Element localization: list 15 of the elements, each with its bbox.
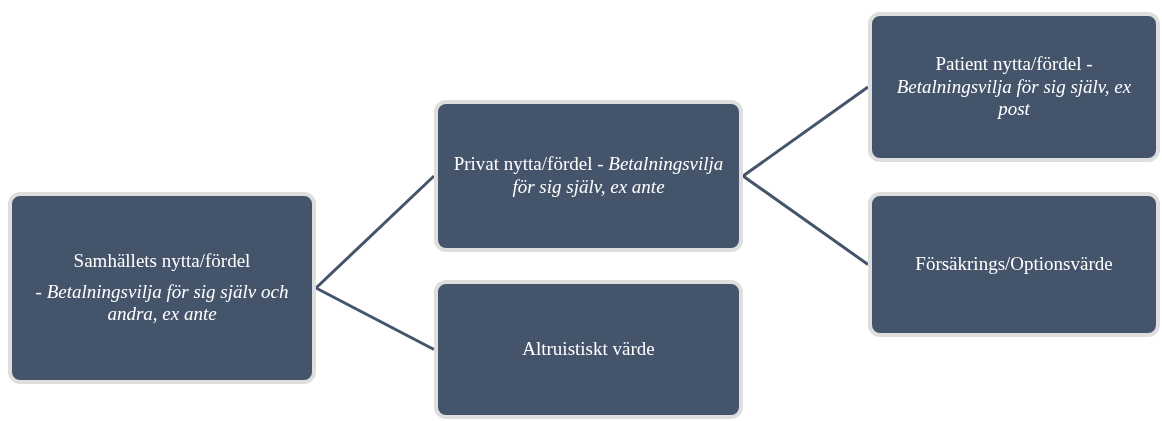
node-box xyxy=(868,12,1160,162)
node-text: Samhällets nytta/fördel xyxy=(73,249,251,273)
node-text: Privat nytta/fördel - Betalningsvilja för sig själv, ex ante xyxy=(452,153,725,199)
node-text: Patient nytta/fördel - Betalningsvilja för sig själv, ex post xyxy=(895,52,1133,122)
node-box xyxy=(868,192,1160,337)
connector-line xyxy=(314,174,436,290)
node-box xyxy=(434,100,743,252)
connector-line xyxy=(742,85,869,178)
connector-line xyxy=(315,286,435,351)
node-box xyxy=(8,192,316,384)
node-text: - Betalningsvilja för sig själv och andra, ex ante xyxy=(34,280,290,327)
node-text: Altruistiskt värde xyxy=(522,338,655,361)
node-box xyxy=(434,280,743,419)
connector-line xyxy=(742,174,869,266)
node-text: Försäkrings/Optionsvärde xyxy=(915,253,1113,276)
